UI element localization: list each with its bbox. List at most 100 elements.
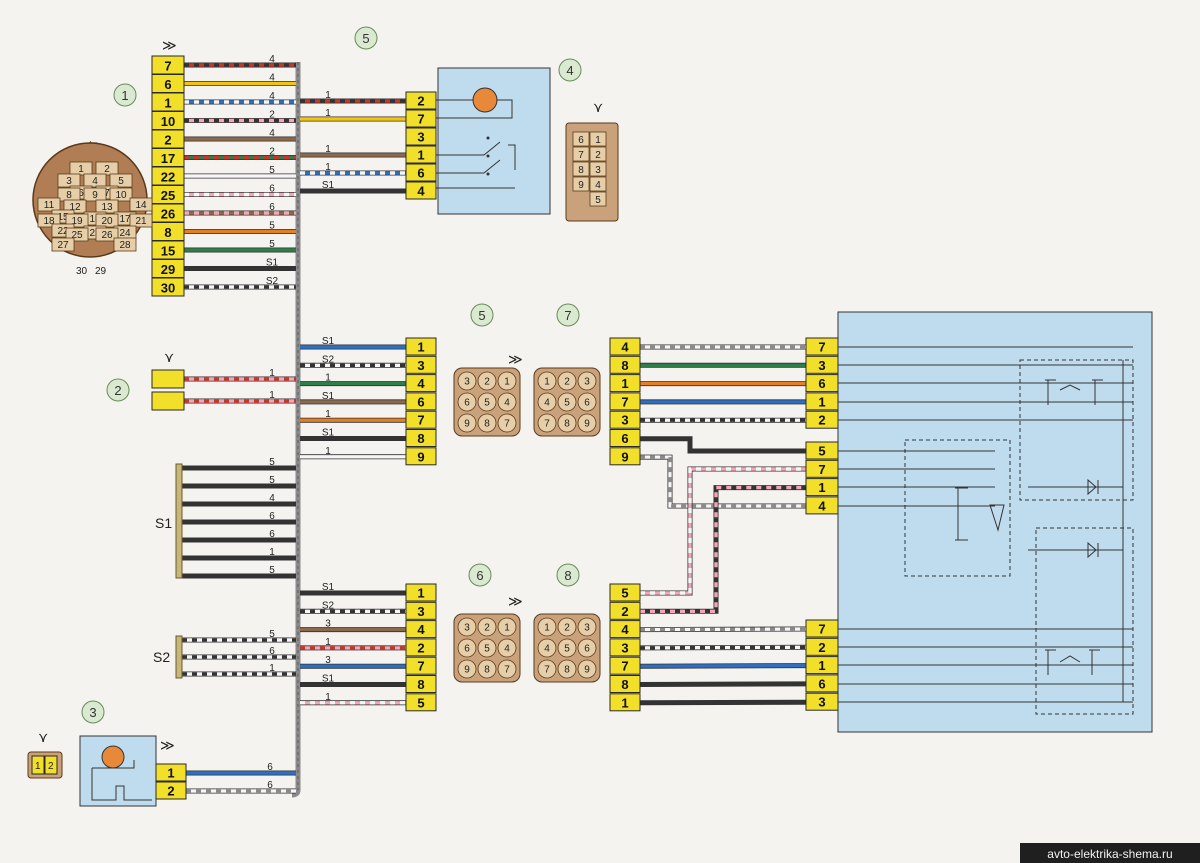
connector-6-pin-box-0 bbox=[405, 583, 437, 602]
switch-plug-cell-4 bbox=[572, 161, 590, 177]
connector-8-wire-0-stripe bbox=[640, 467, 806, 595]
plug-6-cell-3 bbox=[457, 638, 477, 658]
plug-6-pin-1: 1 bbox=[504, 623, 510, 634]
connector-5-wire-label-5: S1 bbox=[322, 428, 335, 439]
plug-5-pin-7: 7 bbox=[504, 419, 510, 430]
plug-6-cell-1 bbox=[477, 617, 497, 637]
connector-8-pin-3: 3 bbox=[621, 640, 628, 655]
connector-7-wire-6 bbox=[640, 455, 806, 508]
plug-6-cell-4 bbox=[477, 638, 497, 658]
round-connector-cell-label-19: 19 bbox=[71, 216, 83, 227]
connector-7-pin-box-4 bbox=[609, 410, 641, 429]
callout-1: 1 bbox=[113, 83, 137, 107]
connector-1-wire-label-1: 4 bbox=[269, 73, 275, 84]
s1-wire-label-6: 5 bbox=[269, 565, 275, 576]
svg-text:1: 1 bbox=[121, 88, 128, 103]
connector-8-wire-5 bbox=[639, 682, 807, 687]
connector-1-pin-15: 15 bbox=[161, 244, 175, 259]
connector-4-pin-7: 7 bbox=[417, 112, 424, 127]
plug-8-cell-8 bbox=[577, 659, 597, 679]
s1-wire-label-4: 6 bbox=[269, 529, 275, 540]
s1-group: S1 bbox=[155, 463, 183, 579]
connector-6-pin-box-2 bbox=[405, 620, 437, 639]
connector-8-pin-4: 4 bbox=[621, 622, 629, 637]
plug-5-cell-8 bbox=[497, 413, 517, 433]
plug-5-cell-4 bbox=[477, 392, 497, 412]
connector-1-wire-label-5: 2 bbox=[269, 147, 275, 158]
connector-8-pin-5: 5 bbox=[621, 586, 628, 601]
connector-8-pin-box-0 bbox=[609, 583, 641, 602]
plug-5-direction-icon: ≫ bbox=[508, 351, 523, 367]
round-connector-cell-label-5: 5 bbox=[118, 176, 124, 187]
plug-8-pin-1: 1 bbox=[544, 623, 550, 634]
connector-2-wire-label-0: 1 bbox=[269, 368, 275, 379]
svg-text:avto-elektrika-shema.ru: avto-elektrika-shema.ru bbox=[1047, 847, 1172, 861]
round-connector-cell-26 bbox=[95, 227, 119, 242]
connector-7-pin-6: 6 bbox=[621, 431, 628, 446]
connector-6-pin-box-1 bbox=[405, 601, 437, 620]
main-harness bbox=[291, 62, 301, 798]
connector-6-pin-1: 1 bbox=[417, 586, 424, 601]
svg-text:5: 5 bbox=[478, 308, 485, 323]
module-bottom-pin-7: 7 bbox=[818, 622, 825, 637]
connector-5-pin-3: 3 bbox=[417, 358, 424, 373]
connector-1-pin-8: 8 bbox=[164, 225, 171, 240]
plug-8-pin-4: 4 bbox=[544, 644, 550, 655]
connector-6-pin-box-4 bbox=[405, 656, 437, 675]
module-top-pin-6: 6 bbox=[818, 376, 825, 391]
plug-8-pin-7: 7 bbox=[544, 665, 550, 676]
connector-8-pin-2: 2 bbox=[621, 604, 628, 619]
connector-4-pin-2: 2 bbox=[417, 94, 424, 109]
connector-1-pin-box-12 bbox=[151, 277, 185, 297]
connector-1-pin-6: 6 bbox=[164, 77, 171, 92]
svg-text:5: 5 bbox=[362, 31, 369, 46]
connector-1-wire-label-2: 4 bbox=[269, 91, 275, 102]
plug-5-cell-1 bbox=[477, 371, 497, 391]
connector-1-pin-1: 1 bbox=[164, 96, 171, 111]
s2-wire-label-1: 6 bbox=[269, 646, 275, 657]
connector-4-wire-label-5: S1 bbox=[322, 180, 335, 191]
round-connector-cell-label-18: 18 bbox=[43, 216, 55, 227]
connector-5-pin-1: 1 bbox=[417, 340, 424, 355]
plug-5-pin-5: 5 bbox=[484, 398, 490, 409]
connector-8-wire-3-stripe bbox=[639, 645, 807, 650]
switch-plug-pin-1: 1 bbox=[595, 135, 601, 146]
plug-6-cell-6 bbox=[457, 659, 477, 679]
connector-4-pin-box-0 bbox=[405, 91, 437, 110]
round-connector-cell-label-10: 10 bbox=[115, 190, 127, 201]
round-connector-cell-20 bbox=[95, 213, 119, 228]
round-connector-cell-label-20: 20 bbox=[101, 216, 113, 227]
connector-8-pin-box-4 bbox=[609, 656, 641, 675]
plug-6-pin-4: 4 bbox=[504, 644, 510, 655]
switch-plug-pin-5: 5 bbox=[595, 195, 601, 206]
module-top-pin-1: 1 bbox=[818, 394, 825, 409]
connector-3-direction-icon: ≫ bbox=[160, 737, 175, 753]
connector-6-wire-label-1: S2 bbox=[322, 600, 335, 611]
plug-5-cell-5 bbox=[497, 392, 517, 412]
plug-5-pin-3: 3 bbox=[464, 377, 470, 388]
connector-3-pin-box-1 bbox=[155, 781, 187, 800]
plug-7-pin-4: 4 bbox=[544, 398, 550, 409]
connector-1-wire-label-8: 6 bbox=[269, 202, 275, 213]
module-top-pin-box-1 bbox=[805, 355, 839, 374]
connector-1-pin-29: 29 bbox=[161, 262, 175, 277]
connector-4-pin-4: 4 bbox=[417, 184, 425, 199]
round-connector-cell-2 bbox=[95, 161, 119, 176]
connector-7-pin-box-6 bbox=[609, 447, 641, 466]
plug-8-pin-3: 3 bbox=[584, 623, 590, 634]
connector-1-wire-label-6: 5 bbox=[269, 165, 275, 176]
plug-6-pin-8: 8 bbox=[484, 665, 490, 676]
round-connector-cell-label-9: 9 bbox=[92, 190, 98, 201]
connector-1-wire-label-0: 4 bbox=[269, 54, 275, 65]
round-connector-cell-label-6: 6 bbox=[78, 188, 84, 199]
callout-8: 8 bbox=[556, 563, 580, 587]
switch-plug-cell-0 bbox=[572, 131, 590, 147]
connector-1-pin-25: 25 bbox=[161, 188, 175, 203]
connector-4-switch bbox=[436, 67, 551, 215]
right-module bbox=[837, 311, 1153, 733]
svg-text:8: 8 bbox=[564, 568, 571, 583]
module-top-pin-box-3 bbox=[805, 392, 839, 411]
svg-text:6: 6 bbox=[476, 568, 483, 583]
module-bottom-pin-1: 1 bbox=[818, 658, 825, 673]
